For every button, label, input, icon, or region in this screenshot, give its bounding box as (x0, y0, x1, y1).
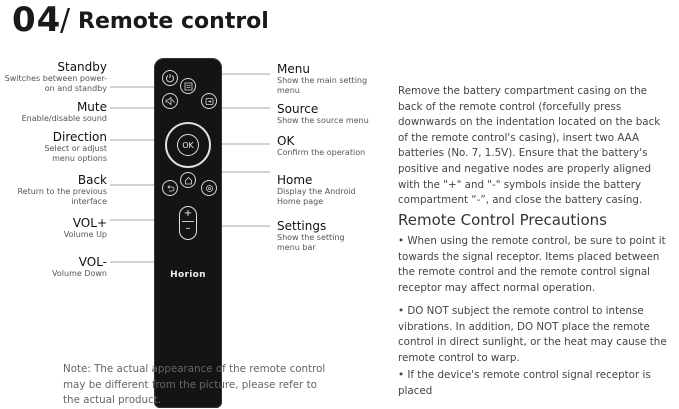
menu-icon (180, 78, 196, 94)
label-mute: Mute Enable/disable sound (0, 100, 107, 124)
label-desc: Show the main setting (277, 76, 368, 85)
label-desc: Display the Android (277, 187, 356, 196)
precaution-item: • DO NOT subject the remote control to i… (398, 305, 667, 364)
label-title: Settings (277, 219, 327, 233)
remote-control: OK + – Horion (154, 58, 222, 408)
label-desc: Enable/disable sound (21, 114, 107, 123)
label-title: OK (277, 134, 295, 148)
label-desc: Switches between power- (4, 74, 107, 83)
direction-pad (165, 122, 211, 168)
label-desc: Volume Down (52, 269, 107, 278)
section-slash: / (60, 3, 71, 38)
label-desc: Volume Up (63, 230, 107, 239)
label-desc: interface (71, 197, 107, 206)
label-desc: Select or adjust (44, 144, 107, 153)
label-title: VOL- (78, 255, 107, 269)
vol-plus-symbol: + (183, 208, 193, 219)
back-icon (162, 180, 178, 196)
label-ok: OK Confirm the operation (277, 134, 365, 158)
label-title: VOL+ (72, 216, 107, 230)
section-number: 04 (12, 0, 62, 40)
label-title: Menu (277, 62, 310, 76)
volume-rocker: + – (179, 206, 197, 240)
label-desc: Show the setting (277, 233, 345, 242)
precautions-title: Remote Control Precautions (398, 211, 607, 229)
home-icon (180, 172, 196, 188)
label-direction: Direction Select or adjust menu options (0, 130, 107, 164)
label-vol-plus: VOL+ Volume Up (0, 216, 107, 240)
label-menu: Menu Show the main setting menu (277, 62, 367, 96)
label-desc: Confirm the operation (277, 148, 366, 157)
label-desc: Return to the previous (17, 187, 107, 196)
label-desc: Home page (277, 197, 324, 206)
label-desc: on and standby (44, 84, 107, 93)
settings-icon (201, 180, 217, 196)
power-icon (162, 70, 178, 86)
label-back: Back Return to the previous interface (0, 173, 107, 207)
ok-button: OK (177, 134, 199, 156)
battery-instructions: Remove the battery compartment casing on… (398, 85, 661, 207)
label-title: Source (277, 102, 319, 116)
label-title: Direction (52, 130, 107, 144)
label-desc: menu options (52, 154, 107, 163)
label-title: Mute (76, 100, 107, 114)
label-desc: Show the source menu (277, 116, 369, 125)
label-settings: Settings Show the setting menu bar (277, 219, 345, 253)
precaution-item: • If the device's remote control signal … (398, 369, 651, 397)
label-source: Source Show the source menu (277, 102, 369, 126)
mute-icon (162, 93, 178, 109)
appearance-note: Note: The actual appearance of the remot… (63, 363, 326, 407)
label-title: Standby (57, 60, 107, 74)
label-vol-minus: VOL- Volume Down (0, 255, 107, 279)
section-title: Remote control (78, 9, 269, 34)
label-desc: menu (277, 86, 300, 95)
vol-minus-symbol: – (185, 223, 191, 234)
vol-divider (182, 221, 194, 222)
precaution-item: • When using the remote control, be sure… (398, 235, 666, 294)
label-home: Home Display the Android Home page (277, 173, 356, 207)
label-title: Home (277, 173, 313, 187)
label-desc: menu bar (277, 243, 316, 252)
label-standby: Standby Switches between power- on and s… (0, 60, 107, 94)
brand-logo: Horion (170, 270, 206, 280)
label-title: Back (77, 173, 107, 187)
source-icon (201, 93, 217, 109)
